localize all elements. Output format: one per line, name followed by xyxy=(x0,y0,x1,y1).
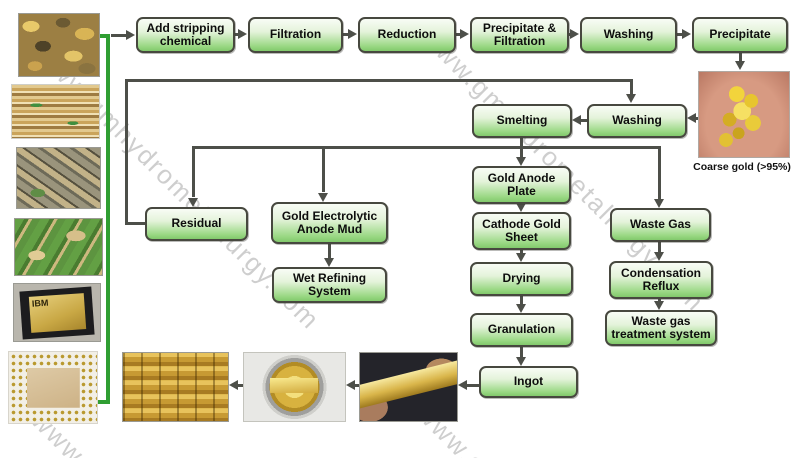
connector xyxy=(658,146,661,199)
node-drying: Drying xyxy=(470,262,573,296)
arrowhead-down-icon xyxy=(516,304,526,313)
gold-bar xyxy=(360,360,457,410)
arrowhead-down-icon xyxy=(188,198,198,207)
arrowhead-left-icon xyxy=(346,380,355,390)
node-residual: Residual xyxy=(145,207,248,241)
ibm-logo: IBM xyxy=(31,296,49,309)
arrowhead-left-icon xyxy=(572,115,581,125)
photo-green-circuit-boards xyxy=(14,218,103,276)
node-waste-gas-treatment-system: Waste gas treatment system xyxy=(605,310,717,346)
connector xyxy=(466,384,480,387)
connector xyxy=(695,117,700,120)
residual-loop-line xyxy=(125,79,633,82)
connector xyxy=(580,119,588,122)
bracket-line xyxy=(106,34,110,404)
connector xyxy=(456,33,461,36)
connector xyxy=(328,244,331,258)
connector xyxy=(658,299,661,302)
connector xyxy=(520,250,523,254)
arrowhead-right-icon xyxy=(570,29,579,39)
node-granulation: Granulation xyxy=(470,313,573,347)
arrowhead-down-icon xyxy=(516,203,526,212)
node-gold-anode-plate: Gold Anode Plate xyxy=(472,166,571,204)
arrowhead-down-icon xyxy=(324,258,334,267)
node-gold-electrolytic-anode-mud: Gold Electrolytic Anode Mud xyxy=(271,202,388,244)
connector xyxy=(237,384,244,387)
arrowhead-right-icon xyxy=(682,29,691,39)
photo-gold-bars-in-bowl xyxy=(243,352,346,422)
node-add-stripping-chemical: Add stripping chemical xyxy=(136,17,235,53)
bracket-bottom-stub xyxy=(92,400,107,404)
connector xyxy=(677,33,683,36)
arrowhead-down-icon xyxy=(516,157,526,166)
arrow-sources-to-stripping xyxy=(111,34,126,37)
arrowhead-right-icon xyxy=(238,29,247,39)
ibm-chip-body: IBM xyxy=(19,286,95,339)
arrowhead-down-icon xyxy=(735,61,745,70)
arrowhead-right-icon xyxy=(126,30,135,40)
connector xyxy=(739,52,742,63)
connector xyxy=(322,146,325,192)
connector xyxy=(520,347,523,358)
node-wet-refining-system: Wet Refining System xyxy=(272,267,387,303)
node-cathode-gold-sheet: Cathode Gold Sheet xyxy=(472,212,571,250)
bracket-top-stub xyxy=(99,34,107,38)
node-washing-1: Washing xyxy=(580,17,677,53)
node-ingot: Ingot xyxy=(479,366,578,398)
arrowhead-right-icon xyxy=(460,29,469,39)
residual-loop-line xyxy=(125,79,128,225)
connector xyxy=(235,33,239,36)
photo-cpu-gold-pins xyxy=(8,351,98,424)
connector xyxy=(192,146,195,197)
node-filtration: Filtration xyxy=(248,17,343,53)
photo-gold-bars-stack xyxy=(122,352,229,422)
arrowhead-down-icon xyxy=(654,301,664,310)
node-smelting: Smelting xyxy=(472,104,572,138)
node-condensation-reflux: Condensation Reflux xyxy=(609,261,713,299)
photo-hand-holding-gold-bar xyxy=(359,352,458,422)
node-precipitate: Precipitate xyxy=(692,17,788,53)
node-reduction: Reduction xyxy=(358,17,456,53)
connector xyxy=(354,384,360,387)
arrowhead-left-icon xyxy=(458,380,467,390)
photo-ram-circuit-boards xyxy=(11,84,100,139)
residual-loop-line xyxy=(125,222,146,225)
node-precipitate-filtration: Precipitate & Filtration xyxy=(470,17,569,53)
residual-loop-line xyxy=(630,79,633,95)
arrowhead-left-icon xyxy=(687,113,696,123)
connector xyxy=(658,242,661,253)
arrowhead-down-icon xyxy=(626,94,636,103)
ibm-chip-lid: IBM xyxy=(28,292,86,333)
connector xyxy=(520,296,523,305)
photo-cpu-pile xyxy=(16,147,101,209)
photo-ibm-gold-chip: IBM xyxy=(13,283,101,342)
node-waste-gas: Waste Gas xyxy=(610,208,711,242)
connector xyxy=(343,33,349,36)
photo-gold-plated-scrap xyxy=(18,13,100,77)
coarse-gold-caption: Coarse gold (>95%) xyxy=(693,161,791,173)
arrowhead-down-icon xyxy=(516,253,526,262)
arrowhead-down-icon xyxy=(516,357,526,366)
arrowhead-left-icon xyxy=(229,380,238,390)
arrowhead-down-icon xyxy=(654,252,664,261)
arrowhead-right-icon xyxy=(348,29,357,39)
arrowhead-down-icon xyxy=(654,199,664,208)
photo-coarse-gold xyxy=(698,71,790,158)
node-washing-2: Washing xyxy=(587,104,687,138)
branch-line xyxy=(192,146,660,149)
arrowhead-down-icon xyxy=(318,193,328,202)
